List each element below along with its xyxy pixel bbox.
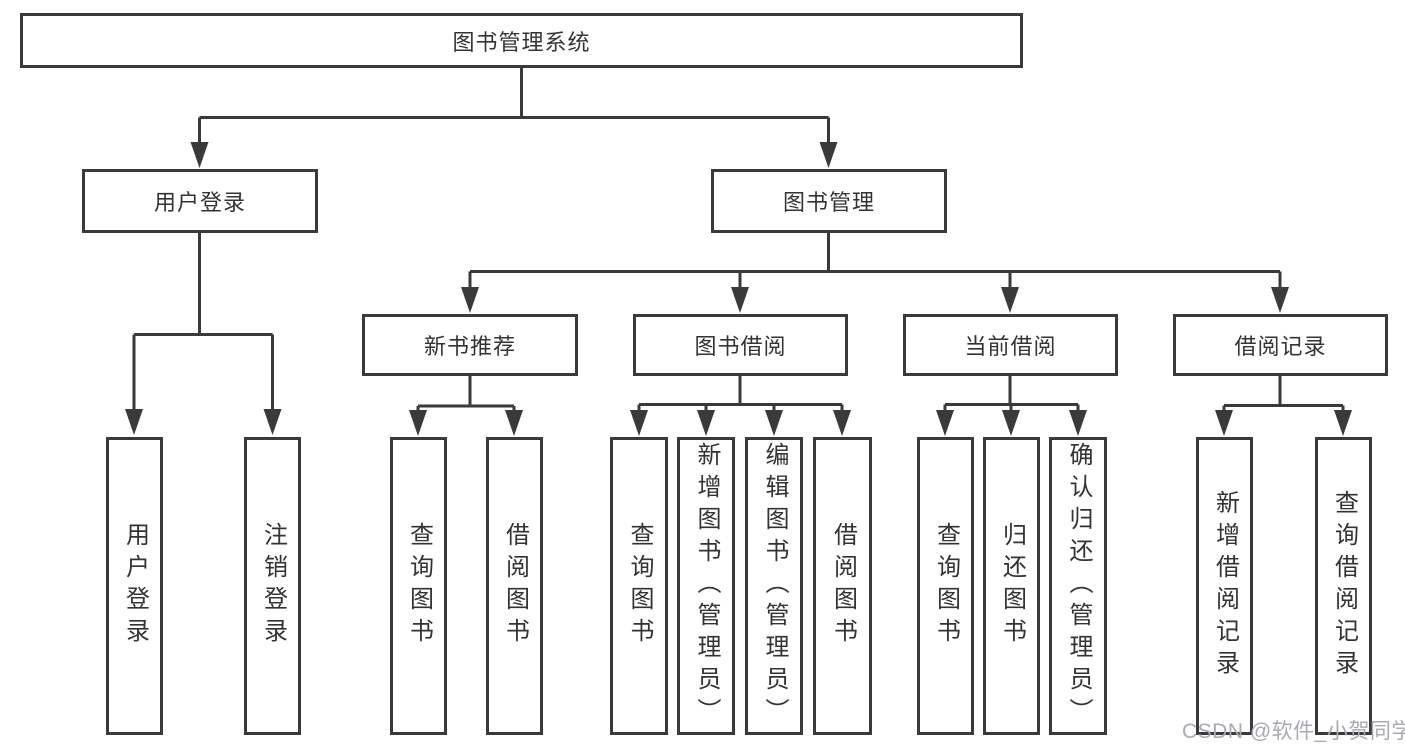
- csdn-watermark: CSDN @软件_小贺同学: [1182, 720, 1405, 743]
- leaf-borrow-query-books: 查询图书: [610, 437, 668, 735]
- node-borrow-records: 借阅记录: [1173, 314, 1388, 376]
- leaf-add-book-admin: 新增图书（管理员）: [677, 437, 735, 735]
- leaf-confirm-return-admin-label: 确认归还（管理员）: [1065, 442, 1092, 730]
- leaf-return-book-label: 归还图书: [998, 522, 1026, 650]
- node-library-system: 图书管理系统: [20, 13, 1023, 68]
- leaf-current-query-books-label: 查询图书: [932, 522, 960, 650]
- leaf-recommend-query-books-label: 查询图书: [405, 522, 433, 650]
- leaf-edit-book-admin-label: 编辑图书（管理员）: [761, 442, 788, 730]
- leaf-add-book-admin-label: 新增图书（管理员）: [693, 442, 720, 730]
- node-book-borrow: 图书借阅: [633, 314, 848, 376]
- leaf-borrow-query-books-label: 查询图书: [626, 522, 653, 650]
- leaf-logout-label: 注销登录: [259, 522, 287, 650]
- leaf-user-login-label: 用户登录: [121, 522, 149, 650]
- node-new-book-recommend: 新书推荐: [362, 314, 578, 376]
- leaf-logout: 注销登录: [244, 437, 301, 735]
- leaf-query-borrow-record-label: 查询借阅记录: [1330, 490, 1358, 682]
- leaf-add-borrow-record-label: 新增借阅记录: [1211, 490, 1239, 682]
- leaf-recommend-borrow-books-label: 借阅图书: [501, 522, 529, 650]
- leaf-recommend-query-books: 查询图书: [390, 437, 447, 735]
- leaf-recommend-borrow-books: 借阅图书: [486, 437, 543, 735]
- leaf-current-query-books: 查询图书: [917, 437, 974, 735]
- leaf-borrow-books: 借阅图书: [813, 437, 872, 735]
- leaf-add-borrow-record: 新增借阅记录: [1196, 437, 1253, 735]
- leaf-return-book: 归还图书: [983, 437, 1040, 735]
- leaf-confirm-return-admin: 确认归还（管理员）: [1049, 437, 1107, 735]
- node-book-management: 图书管理: [711, 169, 947, 233]
- leaf-query-borrow-record: 查询借阅记录: [1315, 437, 1372, 735]
- node-current-borrow: 当前借阅: [903, 314, 1118, 376]
- leaf-user-login: 用户登录: [106, 437, 163, 735]
- leaf-borrow-books-label: 借阅图书: [829, 522, 857, 650]
- node-user-login: 用户登录: [82, 169, 318, 233]
- leaf-edit-book-admin: 编辑图书（管理员）: [745, 437, 803, 735]
